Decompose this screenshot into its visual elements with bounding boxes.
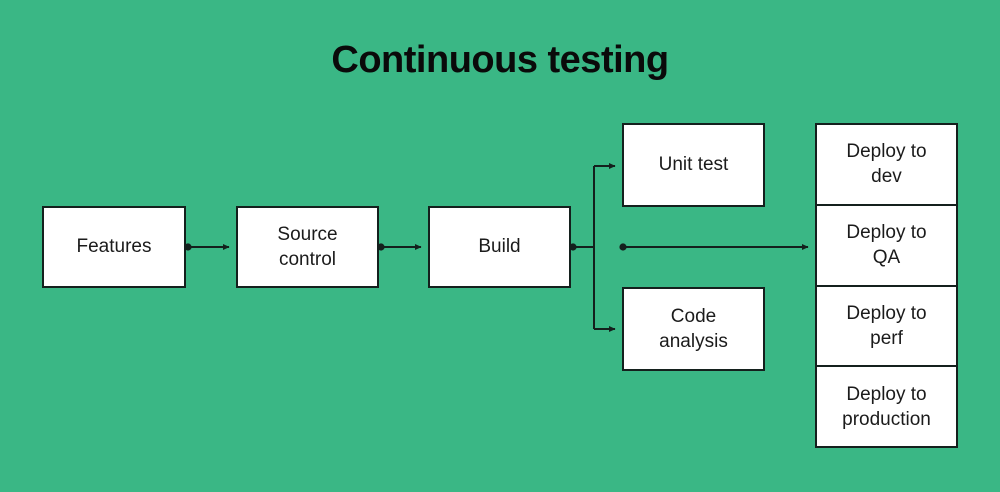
node-deploy-production[interactable]: Deploy to production (842, 383, 931, 430)
node-unit-test[interactable]: Unit test (622, 123, 765, 207)
node-features[interactable]: Features (42, 206, 186, 288)
deploy-stage-column: Deploy to dev Deploy to QA Deploy to per… (815, 123, 958, 448)
connector-dot-branch (619, 243, 627, 251)
node-deploy-perf[interactable]: Deploy to perf (817, 287, 956, 368)
node-build[interactable]: Build (428, 206, 571, 288)
node-source-control[interactable]: Source control (236, 206, 379, 288)
page-title: Continuous testing (331, 39, 669, 81)
node-deploy-dev[interactable]: Deploy to dev (817, 125, 956, 206)
node-code-analysis[interactable]: Code analysis (622, 287, 765, 371)
node-deploy-qa[interactable]: Deploy to QA (817, 206, 956, 287)
